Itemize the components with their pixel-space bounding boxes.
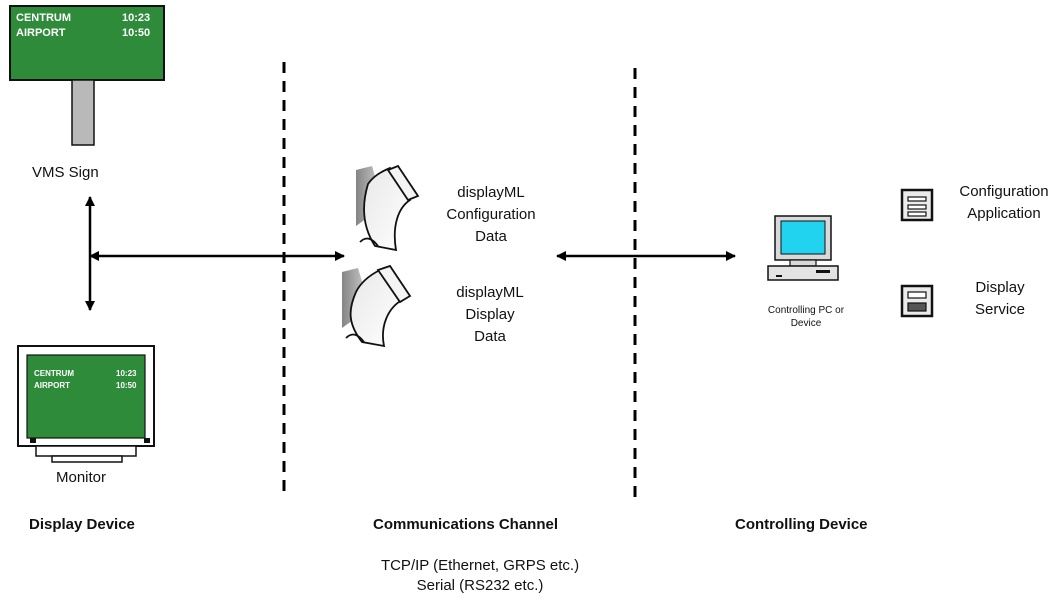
protocols-label: TCP/IP (Ethernet, GRPS etc.) Serial (RS2… — [330, 556, 630, 596]
pc-label-line-1: Controlling PC or — [767, 305, 845, 316]
protocol-line-1: TCP/IP (Ethernet, GRPS etc.) — [380, 557, 580, 574]
monitor-row-2-time: 10:50 — [116, 381, 137, 390]
display-service-label: Display Service — [950, 277, 1050, 321]
section-controlling-device: Controlling Device — [735, 516, 868, 533]
section-display-device: Display Device — [29, 516, 135, 533]
section-communications-channel: Communications Channel — [373, 516, 559, 533]
protocol-line-2: Serial (RS232 etc.) — [416, 577, 544, 594]
pc-label-line-2: Device — [790, 318, 822, 329]
vms-sign-row-2-place: AIRPORT — [16, 27, 66, 39]
display-data-line-1: displayML — [456, 284, 524, 301]
application-icon — [900, 188, 934, 222]
display-service-line-1: Display — [975, 279, 1025, 296]
display-data-label: displayML Display Data — [415, 282, 565, 348]
monitor-row-1-place: CENTRUM — [34, 369, 74, 378]
display-service-line-2: Service — [974, 301, 1026, 318]
config-data-line-3: Data — [475, 228, 507, 245]
monitor-label: Monitor — [56, 469, 107, 486]
monitor-row-1-time: 10:23 — [116, 369, 137, 378]
vms-sign-icon — [9, 5, 165, 146]
config-data-line-1: displayML — [457, 184, 525, 201]
vms-sign-row-1-time: 10:23 — [122, 12, 151, 24]
config-application-line-2: Application — [967, 205, 1041, 222]
monitor-icon — [17, 345, 155, 463]
pc-label: Controlling PC or Device — [746, 304, 866, 330]
vms-sign-label: VMS Sign — [32, 164, 99, 181]
display-data-line-3: Data — [474, 328, 506, 345]
config-application-line-1: Configuration — [959, 183, 1049, 200]
config-data-line-2: Configuration — [446, 206, 536, 223]
document-icon — [356, 164, 420, 252]
disk-icon — [900, 284, 934, 318]
pc-icon — [767, 215, 839, 281]
document-icon — [342, 264, 412, 348]
config-data-label: displayML Configuration Data — [416, 182, 566, 248]
vms-sign-row-1-place: CENTRUM — [16, 12, 71, 24]
monitor-row-2-place: AIRPORT — [34, 381, 70, 390]
display-data-line-2: Display — [465, 306, 515, 323]
config-application-label: Configuration Application — [944, 181, 1064, 225]
vms-sign-row-2-time: 10:50 — [122, 27, 151, 39]
